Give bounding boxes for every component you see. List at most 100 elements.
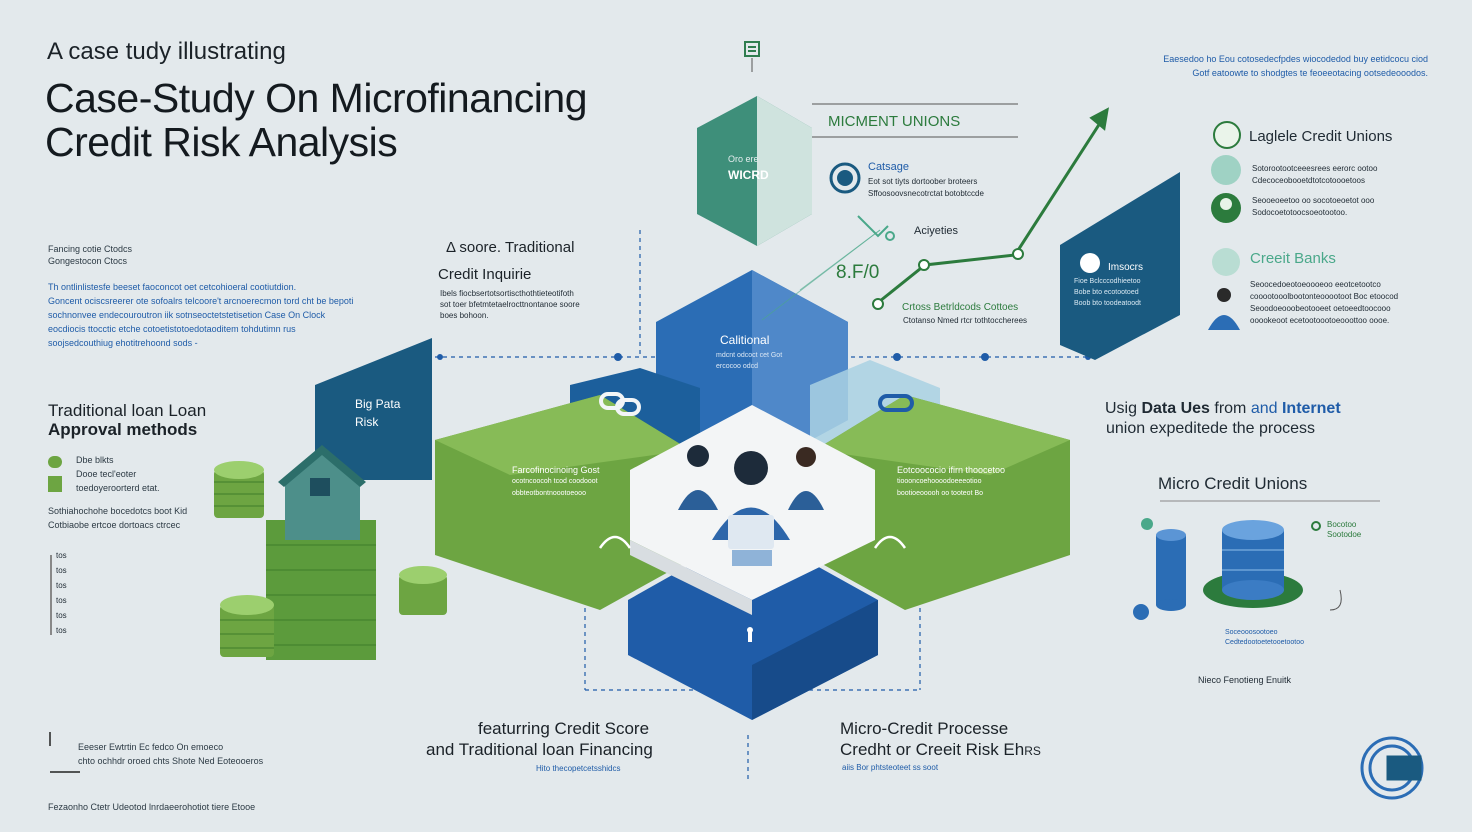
legal-item-1: Sotorootootceeesrees eerorc ootoo Cdecoc… [1252, 163, 1377, 187]
legend-line: Bocotoo [1327, 520, 1357, 529]
left-small-heading: Fancing cotie Ctodcs [48, 244, 133, 254]
brand-logo-icon [1360, 736, 1424, 800]
text-line: Cedtedootoetetooetootoo [1225, 639, 1305, 646]
text-line: Gotf eatoowte to shodgtes te feoeeotacin… [1192, 68, 1428, 78]
credit-inquiry-text: Ibels fiocbsertotsortiscthothtieteotifot… [440, 288, 580, 321]
text-part: and [1250, 400, 1282, 417]
approval-legend: Dbe blkts Dooe tecl'eoter toedoyeroorter… [76, 453, 160, 495]
caption-part: Credht or Creeit Risk Eh [840, 740, 1025, 759]
list-item: Cotbiaobe ertcoe dortoacs ctrcec [48, 520, 181, 530]
micro-credit-unions-title: Micro Credit Unions [1158, 474, 1308, 493]
text-part: Data Ues [1141, 400, 1210, 417]
text-line: bootioeooooh oo tooteot Bo [897, 490, 984, 497]
foot-note-line: chto ochhdr oroed chts Shote Ned Eoteooe… [78, 756, 264, 766]
legend-line: Dbe blkts [76, 455, 114, 465]
text-line: ocotncoocoh tcod coodooot [512, 478, 598, 485]
refresh-arrows-icon [598, 535, 907, 549]
right-wing-text: Eotcoococio ifirn thoocetoo tioooncoehoo… [897, 464, 1005, 500]
top-hexagon [697, 96, 812, 246]
page-title-line2: Credit Risk Analysis [45, 119, 398, 165]
axis-tick: tos [56, 596, 67, 605]
text-line: Farcofinocinoing Gost [512, 465, 600, 475]
paragraph-line: eocdiocis ttocctic etche cotoetistotoedo… [48, 324, 296, 334]
approval-title: Traditional loan Loan [48, 401, 207, 420]
axis-ticks: tos tos tos tos tos tos [56, 548, 67, 638]
blue-card-title: Imsocrs [1108, 262, 1143, 273]
coin-stack-icon [214, 461, 447, 657]
traditional-label: Δ soore. Traditional [446, 239, 575, 256]
text-line: Seoocedoeotoeoooeoo eeotcetootco [1250, 280, 1381, 289]
unions-title: MICMENT UNIONS [828, 113, 961, 130]
house-icon [266, 445, 376, 660]
axis-tick: tos [56, 626, 67, 635]
legal-credit-unions-title: Laglele Credit Unions [1249, 128, 1393, 145]
text-part: Usig [1105, 400, 1142, 417]
text-line: obbteotbontnoootoeooo [512, 490, 586, 497]
top-right-text: Eaesedoo ho Eou cotosedecfpdes wiocodedo… [1150, 52, 1428, 80]
micro-legend: Bocotoo Sootodoe [1327, 520, 1361, 540]
text-line: ercocoo odcd [716, 363, 759, 370]
left-wing-text: Farcofinocinoing Gost ocotncoocoh tcod c… [512, 464, 600, 500]
text-part: Internet [1281, 400, 1341, 417]
foot-note: Eeeser Ewtrtin Ec fedco On emoeco chto o… [78, 740, 263, 768]
center-hex-title: Calitional [720, 333, 770, 347]
center-hex-text: mdcnt odcoct cet Got ercocoo odcd [716, 350, 782, 372]
right-icons [1208, 121, 1241, 330]
person-group-icon [678, 445, 824, 566]
kicker-text: A case tudy illustrating [47, 38, 286, 65]
financing-caption: and Traditional loan Financing [426, 740, 653, 759]
text-part: from [1209, 400, 1251, 417]
text-line: tioooncoehoooodoeeeotioo [897, 478, 982, 485]
risk-title: Risk [355, 415, 379, 429]
text-line: Seooeoeetoo oo socotoeoetot ooo [1252, 196, 1375, 205]
hex-title: WICRD [728, 168, 769, 182]
text-line: Eaesedoo ho Eou cotosedecfpdes wiocodedo… [1163, 54, 1428, 64]
approval-list: Sothiahochohe bocedotcs boot Kid Cotbiao… [48, 504, 187, 532]
trend-sub: Ctotanso Nmed rtcr tothtoccherees [903, 316, 1028, 325]
text-line: Cdecoceobooetdtotcotoooetoos [1252, 176, 1365, 185]
pointer-icon [857, 215, 895, 241]
anchor-icon [747, 627, 753, 642]
catsage-text: Eot sot tiyts dortoober broteers Sffooso… [868, 176, 984, 200]
caption-part: RS [1024, 744, 1041, 758]
legal-item-2: Seooeoeetoo oo socotoeoetot ooo Sodocoet… [1252, 195, 1374, 219]
axis-tick: tos [56, 551, 67, 560]
blue-card-text: Fioe Bclcccodhieetoo Bobe bto ecotootoed… [1074, 276, 1141, 309]
credit-banks-title: Creeit Banks [1250, 250, 1336, 267]
paragraph-line: sochnonvee endecouroutron iik sotnseocte… [48, 310, 326, 320]
text-line: boes bohoon. [440, 311, 489, 320]
score-caption: featurring Credit Score [478, 719, 650, 738]
growth-trend-arrow [874, 107, 1109, 307]
text-line: Sffoosoovsnecotrctat botobtccde [868, 189, 984, 198]
micro-credit-sub: aiis Bor phtsteoteet ss soot [842, 763, 939, 772]
bottom-line: Fezaonho Ctetr Udeotod lnrdaeerohotiot t… [48, 802, 256, 812]
analytics-label: Aciyeties [914, 225, 959, 237]
text-line: Ibels fiocbsertotsortiscthothtieteotifot… [440, 289, 574, 298]
micro-caption: Nieco Fenotieng Enuitk [1198, 675, 1292, 685]
approval-title-2: Approval methods [48, 420, 198, 439]
text-line: Eotcoococio ifirn thoocetoo [897, 465, 1006, 475]
axis-tick: tos [56, 566, 67, 575]
big-data-tile [315, 338, 432, 480]
credit-inquiry-label: Credit Inquirie [438, 266, 532, 283]
micro-credit-caption: Micro-Credit Processe [840, 719, 1009, 738]
page-title: Case-Study On Microfinancing [45, 75, 588, 121]
link-icon [599, 392, 914, 416]
legend-line: Sootodoe [1327, 530, 1362, 539]
legend-line: Dooe tecl'eoter [76, 469, 137, 479]
credit-risk-caption: Credht or Creeit Risk EhRS [840, 740, 1041, 760]
text-line: Seoodoeooobeotooeet oetoeedtoocooo [1250, 304, 1391, 313]
big-data-title: Big Pata [355, 397, 401, 411]
text-line: Eot sot tiyts dortoober broteers [868, 177, 978, 186]
text-line: Sodocoetotoocsoeotootoo. [1252, 208, 1348, 217]
text-line: Bobe bto ecotootoed [1074, 289, 1139, 296]
financing-sub: Hito thecopetcetsshidcs [536, 764, 621, 773]
data-uses-line-2: union expeditede the process [1106, 420, 1316, 437]
foot-note-line: Eeeser Ewtrtin Ec fedco On emoeco [78, 742, 224, 752]
legend-line: toedoyeroorterd etat. [76, 483, 160, 493]
text-line: Boob bto toodeatoodt [1074, 300, 1141, 307]
data-uses-line: Usig Data Ues from and Internet [1105, 400, 1341, 418]
text-line: cooootooolbootonteooootoot Boc etoocod [1250, 292, 1399, 301]
text-line: ooookeoot ecetootoootoeooottoo oooe. [1250, 316, 1390, 325]
